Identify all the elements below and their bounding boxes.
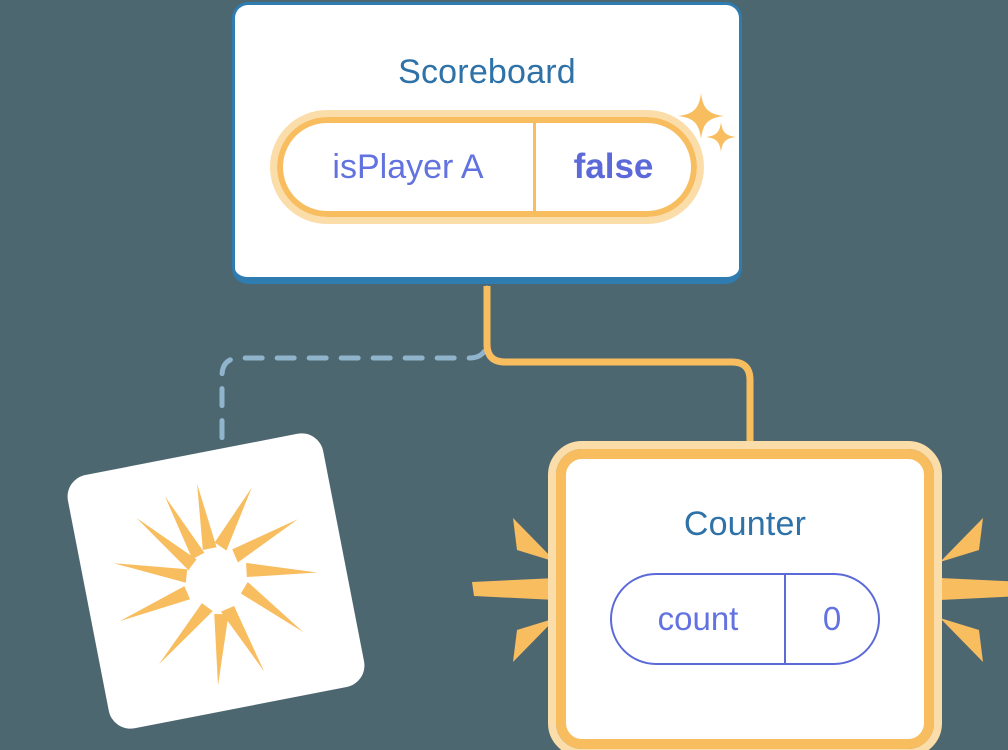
scoreboard-state-pill[interactable]: isPlayer A false <box>270 110 704 224</box>
scoreboard-card[interactable]: Scoreboard isPlayer A false <box>232 2 742 284</box>
blank-card[interactable] <box>63 429 369 733</box>
counter-state-key: count <box>612 575 786 663</box>
counter-state-value: 0 <box>822 600 842 637</box>
counter-title: Counter <box>683 505 807 543</box>
scoreboard-state-value: false <box>573 147 654 186</box>
scoreboard-title: Scoreboard <box>398 53 576 91</box>
counter-card[interactable]: Counter count 0 <box>548 441 942 750</box>
scoreboard-state-key: isPlayer A <box>283 123 536 211</box>
connector-scoreboard-to-blank-card <box>219 285 490 473</box>
connector-scoreboard-to-counter <box>483 286 754 460</box>
counter-state-pill[interactable]: count 0 <box>610 573 880 665</box>
